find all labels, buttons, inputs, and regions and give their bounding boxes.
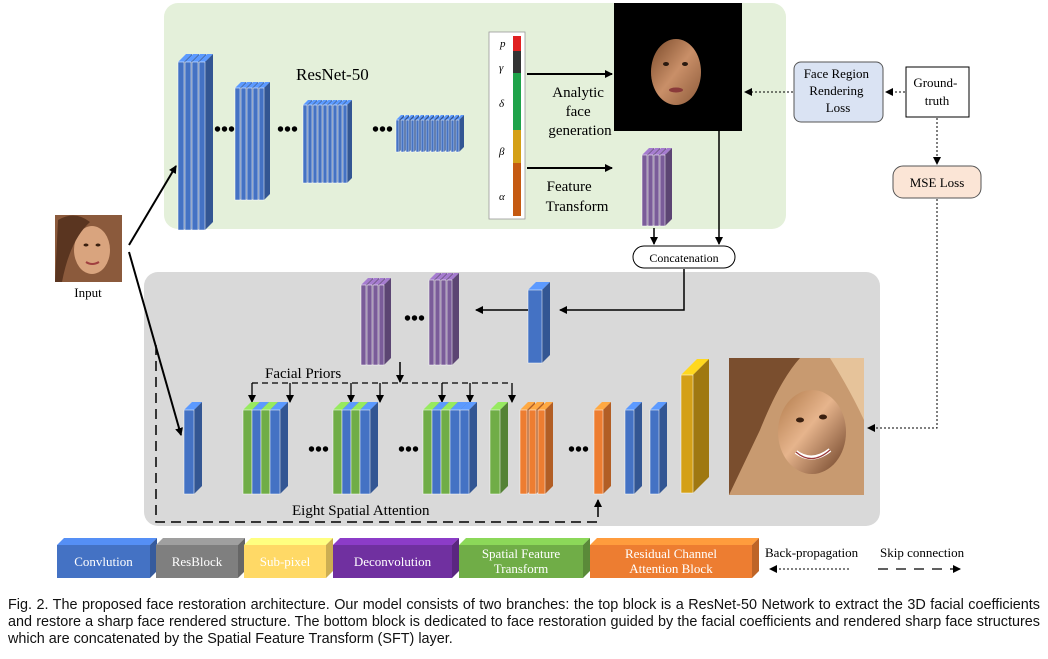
coefficient-vector: p γ δ β α (488, 31, 526, 220)
legend-item: Convlution (57, 538, 157, 578)
conv-layer (459, 402, 477, 495)
deconv-layer (378, 278, 391, 366)
resnet-layer (342, 100, 352, 184)
resnet-stage-1 (177, 54, 213, 231)
resnet-layer (455, 115, 464, 153)
figure-caption: Fig. 2. The proposed face restoration ar… (8, 597, 1040, 647)
deconv-layer (446, 273, 459, 366)
resnet-stage-2 (234, 82, 270, 201)
legend: Convlution ResBlock Sub-pixel Deconvolution… (57, 538, 759, 578)
conv-layer (359, 402, 378, 495)
ellipsis-5: ••• (308, 439, 329, 461)
legend-skip-label: Skip connection (880, 545, 965, 560)
coef-label-beta: β (498, 146, 505, 158)
concatenation-label: Concatenation (649, 251, 718, 265)
rcab-group (519, 402, 553, 495)
conv-layer (269, 402, 288, 495)
face-region-loss-label: Face Region Rendering Loss (804, 66, 873, 115)
rcab-last (593, 402, 611, 495)
legend-backprop-label: Back-propagation (765, 545, 859, 560)
coef-label-gamma: γ (499, 62, 504, 74)
legend-item-label: Deconvolution (354, 554, 432, 569)
legend-item-label: ResBlock (172, 554, 223, 569)
conv-layer (183, 402, 202, 495)
input-image (55, 215, 122, 282)
resnet-stage-4 (395, 115, 464, 153)
face-region-loss-box (793, 61, 884, 123)
ellipsis-3: ••• (372, 119, 393, 141)
deconv-group-1 (360, 278, 391, 366)
ellipsis-2: ••• (277, 119, 298, 141)
sft-group-2 (332, 402, 378, 495)
legend-item-label: Convlution (74, 554, 133, 569)
conv-layer (527, 282, 550, 364)
analytic-label: Analytic face generation (548, 85, 612, 139)
resnet-stage-3 (302, 100, 352, 184)
legend-item: Deconvolution (333, 538, 459, 578)
mse-loss-label: MSE Loss (910, 175, 965, 190)
feature-transform-layer (659, 148, 672, 227)
ellipsis-7: ••• (568, 439, 589, 461)
sft-group-1 (242, 402, 288, 495)
subpixel-layer (680, 359, 709, 494)
coef-label-alpha: α (499, 191, 505, 203)
conv-layer (649, 402, 667, 495)
resnet-layer (258, 82, 270, 201)
resnet-title: ResNet-50 (296, 65, 369, 84)
mse-loss-box (892, 165, 982, 199)
final-conv-group (624, 402, 667, 495)
feature-transform-label: Feature Transform (546, 179, 609, 215)
rendered-face-image (614, 3, 742, 131)
feature-transform-block (641, 148, 672, 227)
legend-item: Sub-pixel (244, 538, 333, 578)
prior-arrows (248, 383, 516, 403)
ground-truth-label: Ground- truth (913, 75, 960, 108)
facial-priors-label: Facial Priors (265, 366, 341, 382)
sft-group-3 (422, 402, 508, 495)
deconv-group-2 (428, 273, 459, 366)
output-image (729, 358, 864, 495)
ellipsis-4: ••• (404, 308, 425, 330)
coef-label-delta: δ (499, 98, 505, 110)
ground-truth-box (905, 66, 970, 118)
coef-label-p: p (499, 38, 506, 50)
concatenation-node (632, 245, 736, 269)
legend-item: ResBlock (156, 538, 245, 578)
first-conv-block (183, 402, 202, 495)
sft-layer (489, 402, 508, 495)
ellipsis-1: ••• (214, 119, 235, 141)
bottom-conv-entry (527, 282, 550, 364)
eight-attention-label: Eight Spatial Attention (292, 503, 430, 519)
conv-layer (624, 402, 642, 495)
input-label: Input (74, 285, 102, 300)
ellipsis-6: ••• (398, 439, 419, 461)
resnet-layer (198, 54, 213, 231)
subpixel-block (680, 359, 709, 494)
rcab-layer (537, 402, 553, 495)
rcab-layer (593, 402, 611, 495)
legend-item-label: Sub-pixel (260, 554, 311, 569)
